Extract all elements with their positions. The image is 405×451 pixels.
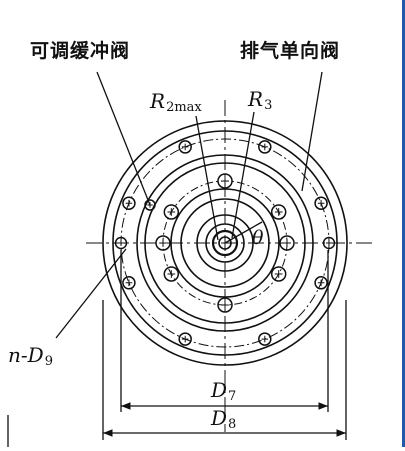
- theta-label: θ: [252, 227, 264, 249]
- outer-bolt-hole: [114, 236, 128, 250]
- outer-bolt-hole-cross: [181, 143, 189, 151]
- inner-bolt-hole: [217, 173, 233, 189]
- d8-sub: 8: [228, 417, 237, 432]
- d7-label: D7: [211, 380, 236, 403]
- d7-sub: 7: [228, 389, 237, 404]
- inner-bolt-hole-cross: [159, 239, 167, 247]
- cushion-valve-label: 可调缓冲阀: [30, 40, 131, 62]
- inner-bolt-hole-cross: [283, 239, 291, 247]
- theta-leader: [224, 221, 263, 244]
- inner-bolt-hole-cross: [167, 270, 176, 278]
- inner-bolt-hole: [163, 204, 180, 220]
- inner-bolt-hole: [279, 235, 295, 251]
- outer-bolt-hole-cross: [181, 335, 189, 343]
- outer-bolt-hole: [178, 140, 192, 154]
- r2max-sub: 2max: [166, 100, 202, 115]
- inner-bolt-hole: [270, 204, 287, 220]
- r2max-label: R2max: [150, 91, 202, 114]
- valve-port: [144, 199, 156, 211]
- outer-bolt-hole-cross: [317, 199, 325, 207]
- d8-label: D8: [211, 408, 236, 431]
- outer-bolt-hole: [258, 140, 272, 154]
- outer-bolt-hole-cross: [125, 199, 133, 207]
- outer-bolt-hole: [322, 236, 336, 250]
- d7-main: D: [211, 378, 228, 402]
- r3-leader: [231, 111, 255, 239]
- inner-bolt-hole-cross: [274, 208, 283, 216]
- outer-bolt-hole: [122, 196, 136, 210]
- nd9-label: n-D9: [8, 345, 53, 368]
- inner-bolt-hole-cross: [274, 270, 283, 278]
- outer-bolt-hole-cross: [117, 239, 125, 247]
- right-edge-bar: [402, 0, 405, 447]
- outer-bolt-hole-cross: [325, 239, 333, 247]
- outer-bolt-hole: [314, 196, 328, 210]
- outer-bolt-hole: [178, 332, 192, 346]
- inner-bolt-hole-cross: [167, 208, 176, 216]
- inner-bolt-hole: [163, 266, 180, 282]
- outer-bolt-hole-cross: [261, 143, 269, 151]
- inner-bolt-hole: [155, 235, 171, 251]
- r2max-main: R: [150, 89, 166, 113]
- d8-main: D: [211, 406, 228, 430]
- outer-bolt-hole-cross: [317, 279, 325, 287]
- nd9-main: n-D: [8, 343, 44, 367]
- inner-bolt-hole: [217, 297, 233, 313]
- nd9-leader: [55, 248, 127, 339]
- r3-label: R3: [248, 89, 272, 112]
- exhaust-valve-label: 排气单向阀: [240, 40, 341, 62]
- cushion-valve-leader: [96, 71, 151, 206]
- outer-bolt-hole-cross: [125, 279, 133, 287]
- nd9-sub: 9: [44, 354, 53, 369]
- outer-bolt-hole: [258, 332, 272, 346]
- inner-bolt-hole-cross: [221, 177, 229, 185]
- r2max-leader: [195, 115, 219, 241]
- inner-bolt-hole-cross: [221, 301, 229, 309]
- inner-bolt-hole: [270, 266, 287, 282]
- outer-bolt-hole: [314, 276, 328, 290]
- r3-main: R: [248, 87, 264, 111]
- exhaust-valve-leader: [301, 71, 323, 192]
- r3-sub: 3: [264, 98, 273, 113]
- outer-bolt-hole-cross: [261, 335, 269, 343]
- outer-bolt-hole: [122, 276, 136, 290]
